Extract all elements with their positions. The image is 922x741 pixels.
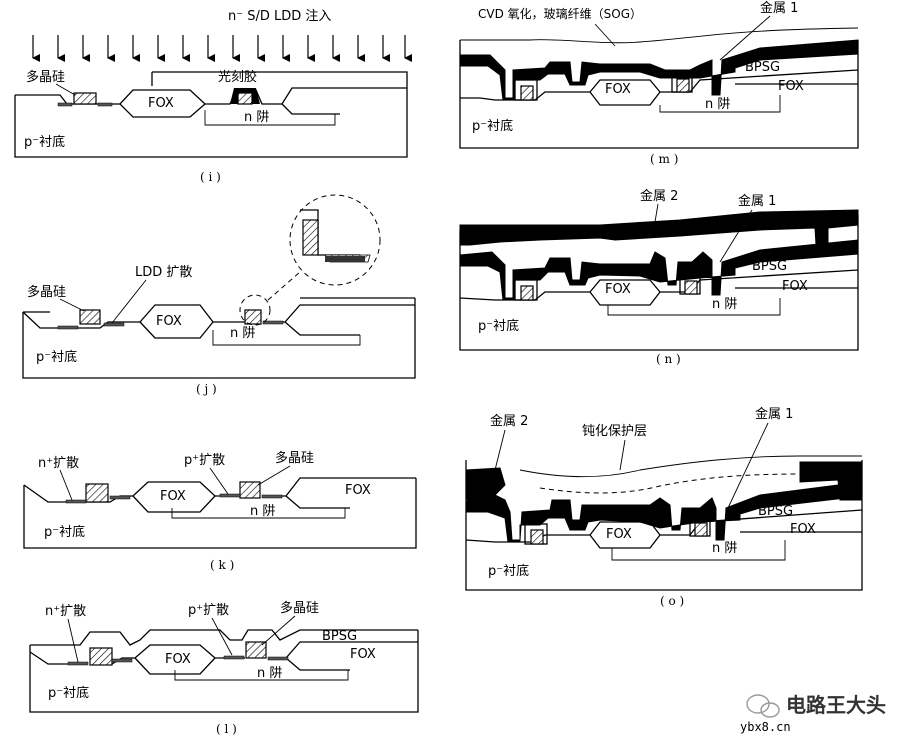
panel-m: CVD 氧化，玻璃纤维（SOG） 金属 1 BPSG FOX FOX n 阱 p… xyxy=(459,0,859,166)
substrate-label: p⁻衬底 xyxy=(472,118,513,134)
bpsg-label: BPSG xyxy=(752,259,787,274)
panel-j: 多晶硅 LDD 扩散 FOX n 阱 p⁻衬底 ( j ) xyxy=(22,194,416,396)
panel-k: n⁺扩散 p⁺扩散 多晶硅 FOX FOX n 阱 p⁻衬底 ( k ) xyxy=(23,450,417,572)
fox-label-2: FOX xyxy=(350,647,376,662)
nwell-label: n 阱 xyxy=(244,110,269,125)
pdiff-label: p⁺扩散 xyxy=(188,603,229,618)
fox-label: FOX xyxy=(156,314,182,329)
ndiff-label: n⁺扩散 xyxy=(38,456,79,471)
caption-l: ( l ) xyxy=(216,722,237,736)
fox-label-2: FOX xyxy=(778,79,804,94)
substrate-label: p⁻衬底 xyxy=(24,134,65,150)
bpsg-label: BPSG xyxy=(745,60,780,75)
implant-arrows xyxy=(32,35,412,62)
caption-j: ( j ) xyxy=(196,382,217,396)
nwell-label: n 阱 xyxy=(230,326,255,341)
caption-o: ( o ) xyxy=(660,594,684,608)
caption-m: ( m ) xyxy=(650,152,678,166)
substrate-label: p⁻衬底 xyxy=(488,563,529,579)
cvd-label: CVD 氧化，玻璃纤维（SOG） xyxy=(478,7,642,21)
watermark: 电路王大头 ybx8.cn xyxy=(740,693,886,734)
beam-label: n⁻ S/D LDD 注入 xyxy=(228,9,331,24)
fox-label-1: FOX xyxy=(160,489,186,504)
metal1-label: 金属 1 xyxy=(760,0,798,16)
pdiff-label: p⁺扩散 xyxy=(184,453,225,468)
poly-label: 多晶硅 xyxy=(275,450,314,466)
poly-label: 多晶硅 xyxy=(26,69,65,85)
passivation-label: 钝化保护层 xyxy=(582,424,647,439)
fox-label-2: FOX xyxy=(345,483,371,498)
poly-gate xyxy=(73,92,97,105)
caption-k: ( k ) xyxy=(210,558,234,572)
nwell-label: n 阱 xyxy=(257,666,282,681)
panel-i: n⁻ S/D LDD 注入 多晶硅 光刻胶 FOX n 阱 p⁻衬底 ( i ) xyxy=(14,9,412,184)
substrate-label: p⁻衬底 xyxy=(36,349,77,365)
watermark-name: 电路王大头 xyxy=(786,693,886,717)
ndiff-label: n⁺扩散 xyxy=(45,604,86,619)
nwell-label: n 阱 xyxy=(712,297,737,312)
nwell-label: n 阱 xyxy=(705,97,730,112)
caption-n: ( n ) xyxy=(656,352,681,366)
fox-label-1: FOX xyxy=(605,282,631,297)
fox-label-1: FOX xyxy=(605,82,631,97)
nwell-label: n 阱 xyxy=(712,541,737,556)
watermark-url: ybx8.cn xyxy=(740,720,791,734)
substrate-label: p⁻衬底 xyxy=(44,524,85,540)
caption-i: ( i ) xyxy=(200,170,221,184)
metal2-label: 金属 2 xyxy=(640,188,678,204)
fox-label-2: FOX xyxy=(790,522,816,537)
fox-label-1: FOX xyxy=(606,527,632,542)
panel-n: 金属 2 金属 1 BPSG FOX FOX n 阱 p⁻衬底 ( n ) xyxy=(459,188,859,366)
fox-label-1: FOX xyxy=(165,652,191,667)
poly-label: 多晶硅 xyxy=(280,600,319,616)
ldd-label: LDD 扩散 xyxy=(135,265,192,280)
resist-label: 光刻胶 xyxy=(218,69,257,85)
bpsg-label: BPSG xyxy=(322,629,357,644)
metal1-label: 金属 1 xyxy=(738,193,776,209)
bpsg-label: BPSG xyxy=(758,504,793,519)
panel-o: 金属 2 钝化保护层 金属 1 BPSG FOX FOX n 阱 p⁻衬底 ( … xyxy=(465,406,863,608)
substrate-label: p⁻衬底 xyxy=(48,685,89,701)
panel-l: n⁺扩散 p⁺扩散 多晶硅 BPSG FOX FOX n 阱 p⁻衬底 ( l … xyxy=(29,600,419,736)
fox-label: FOX xyxy=(148,96,174,111)
metal2-label: 金属 2 xyxy=(490,413,528,429)
metal1-label: 金属 1 xyxy=(755,406,793,422)
wechat-icon xyxy=(746,694,780,718)
poly-label: 多晶硅 xyxy=(27,284,66,300)
substrate-label: p⁻衬底 xyxy=(478,318,519,334)
nwell-label: n 阱 xyxy=(250,504,275,519)
fox-label-2: FOX xyxy=(782,279,808,294)
